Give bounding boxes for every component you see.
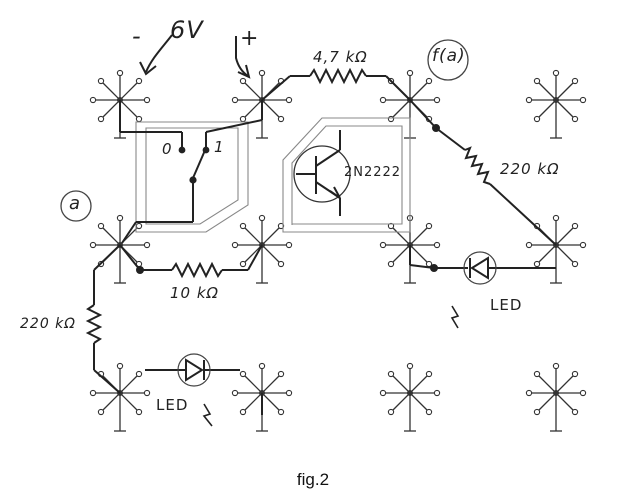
resistor-4k7 — [261, 67, 411, 101]
resistor-220k-left — [85, 244, 121, 394]
led-right-label: LED — [490, 296, 523, 314]
resistor-220k-right-label: 220 kΩ — [500, 160, 560, 178]
transistor-label: 2N2222 — [344, 165, 402, 180]
battery-minus-label: - — [132, 22, 142, 50]
a-node-label: a — [69, 193, 82, 214]
battery-voltage-label: 6V — [170, 16, 204, 44]
switch — [119, 100, 263, 244]
node-r1c4 — [525, 69, 587, 139]
resistor-4k7-label: 4,7 kΩ — [313, 48, 368, 66]
node-r3c4 — [525, 362, 587, 432]
resistor-10k — [119, 244, 263, 279]
led-left-label: LED — [156, 396, 189, 414]
switch-off-label: 0 — [162, 140, 173, 158]
f-node-marker — [427, 39, 469, 81]
resistor-10k-label: 10 kΩ — [170, 284, 220, 302]
node-r3c3 — [379, 362, 441, 432]
connection-grid — [89, 69, 587, 432]
resistor-220k-left-label: 220 kΩ — [20, 316, 76, 332]
resistor-220k-right — [409, 99, 557, 246]
led-left — [145, 353, 263, 427]
led-right — [409, 245, 556, 329]
transistor-2n2222 — [293, 130, 351, 216]
a-node-marker — [60, 190, 92, 222]
battery-plus-label: + — [240, 26, 260, 51]
battery-arrows — [139, 34, 251, 79]
f-node-label: f(a) — [432, 46, 466, 66]
figure-caption: fig.2 — [296, 470, 330, 489]
switch-on-label: 1 — [214, 138, 225, 156]
